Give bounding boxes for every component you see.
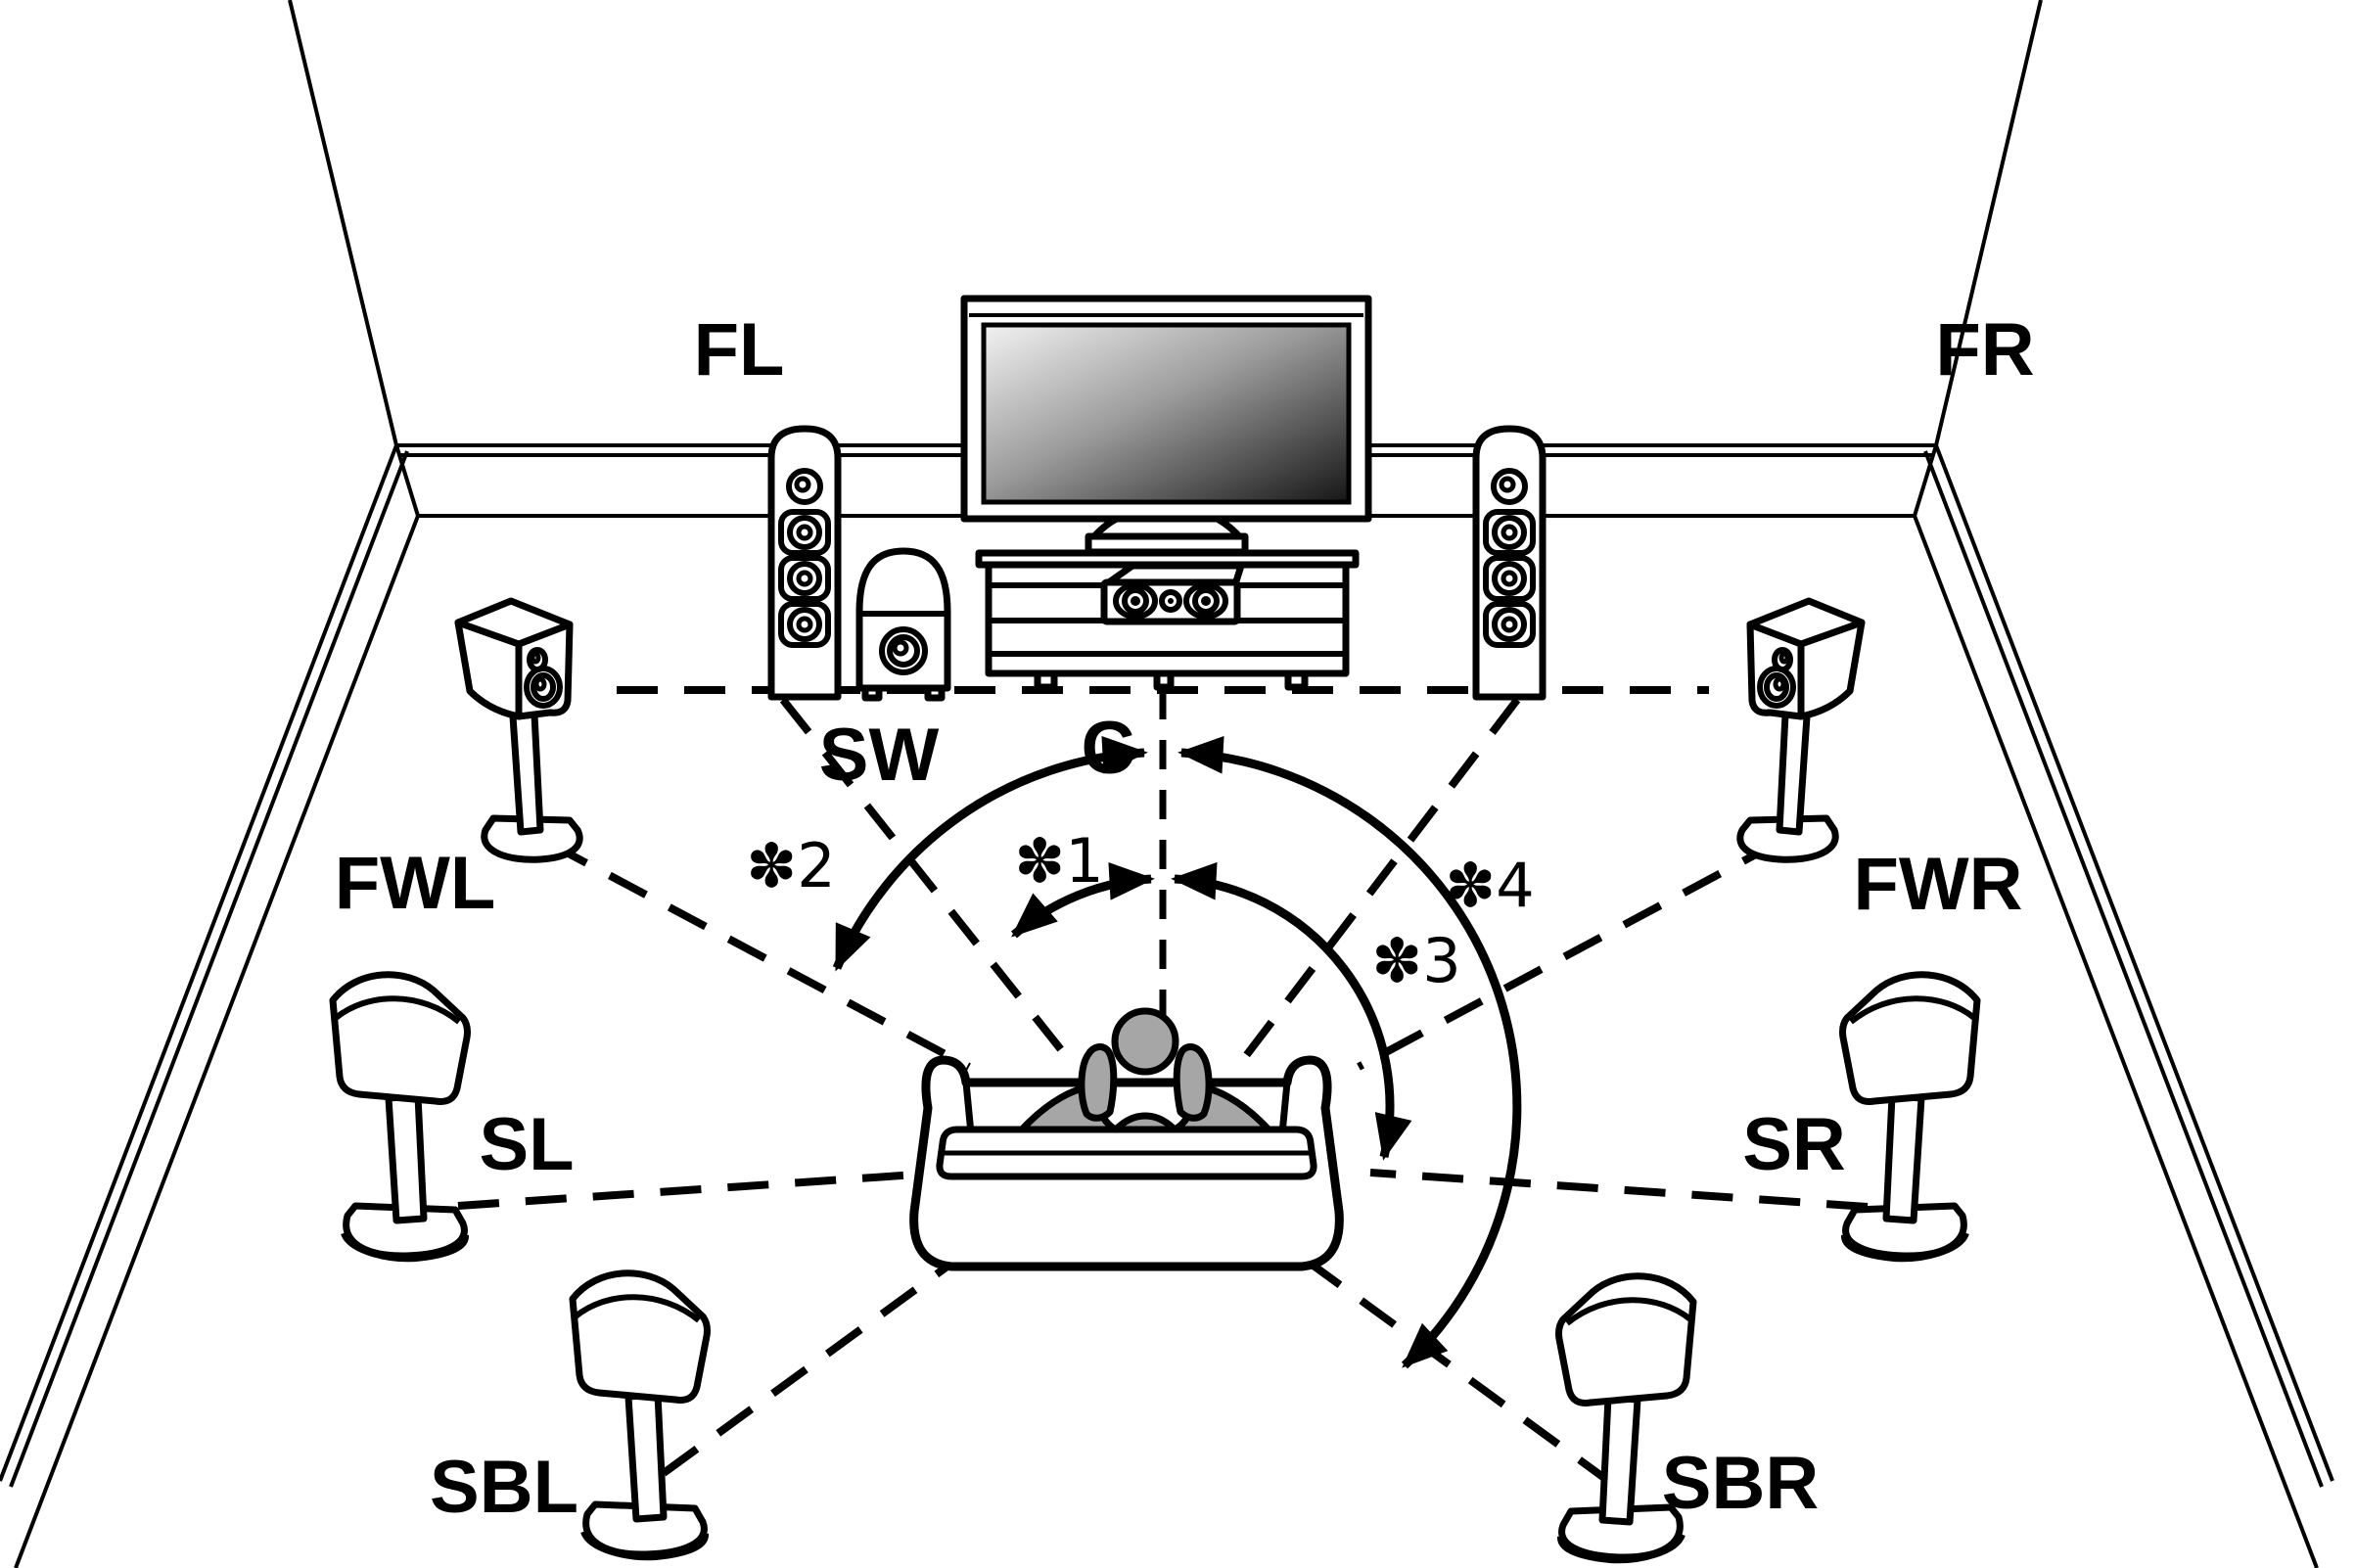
- label-sl: SL: [479, 1103, 574, 1186]
- listener-left-arm: [1078, 1043, 1118, 1122]
- label-fl: FL: [694, 308, 785, 392]
- marker-1: ✽1: [1014, 825, 1103, 897]
- arc-center-to-surround-back: [1178, 735, 1522, 1369]
- marker-4: ✽4: [1445, 850, 1534, 921]
- marker-3: ✽3: [1371, 925, 1460, 996]
- label-sbr: SBR: [1662, 1442, 1819, 1525]
- speaker-sr: [1843, 975, 1978, 1259]
- label-sw: SW: [819, 714, 940, 797]
- speaker-fr: [1476, 429, 1543, 697]
- fwr-line: [1357, 838, 1781, 1071]
- label-fwl: FWL: [335, 842, 496, 925]
- arc-wide-left: [832, 735, 1148, 972]
- tv-and-cabinet: [960, 295, 1372, 691]
- sl-line: [457, 1171, 917, 1210]
- sr-line: [1369, 1169, 1869, 1211]
- label-sbl: SBL: [430, 1446, 578, 1529]
- label-c: C: [1082, 707, 1135, 790]
- angle-arcs: [832, 735, 1522, 1369]
- sbl-line: [661, 1254, 962, 1477]
- labels: FL FR SW C FWL FWR SL SR SBL SBR ✽1 ✽2 ✽…: [335, 308, 2035, 1529]
- label-fr: FR: [1935, 308, 2034, 392]
- speaker-fwr: [1740, 601, 1862, 859]
- speaker-fwl: [458, 601, 579, 859]
- speaker-sl: [333, 975, 468, 1259]
- sofa: [909, 1055, 1344, 1271]
- tv-screen: [981, 322, 1352, 505]
- label-sr: SR: [1742, 1103, 1846, 1186]
- listener-head: [1111, 1007, 1179, 1076]
- fwl-line: [548, 840, 971, 1071]
- subwoofer: [855, 547, 951, 702]
- listener-right-arm: [1173, 1043, 1213, 1122]
- listener: [1018, 1007, 1272, 1133]
- label-fwr: FWR: [1853, 843, 2022, 926]
- speaker-sbl: [573, 1273, 708, 1557]
- marker-2: ✽2: [746, 830, 835, 901]
- center-speaker: [1100, 562, 1245, 625]
- speaker-fl: [771, 429, 838, 697]
